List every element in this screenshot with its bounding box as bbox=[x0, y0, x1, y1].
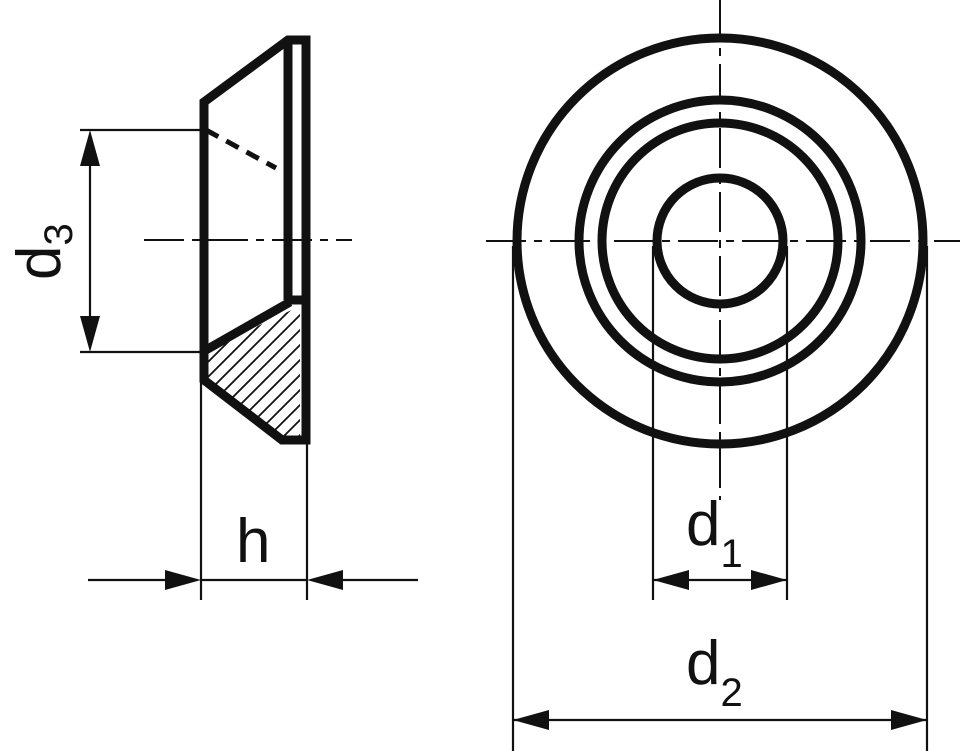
side-view: d3 h bbox=[5, 35, 418, 600]
dimension-h: h bbox=[88, 382, 418, 600]
label-d1: d1 bbox=[686, 490, 743, 576]
label-d3: d3 bbox=[5, 223, 81, 280]
countersink-edge bbox=[203, 298, 293, 354]
dimension-d2: d2 bbox=[511, 246, 929, 751]
label-d2: d2 bbox=[686, 629, 743, 715]
hidden-line bbox=[204, 127, 278, 171]
front-view: d1 d2 bbox=[486, 0, 960, 751]
label-h: h bbox=[236, 507, 270, 576]
section-hatching bbox=[207, 306, 300, 440]
dimension-d1: d1 bbox=[651, 246, 789, 600]
dimension-d3: d3 bbox=[5, 128, 200, 354]
